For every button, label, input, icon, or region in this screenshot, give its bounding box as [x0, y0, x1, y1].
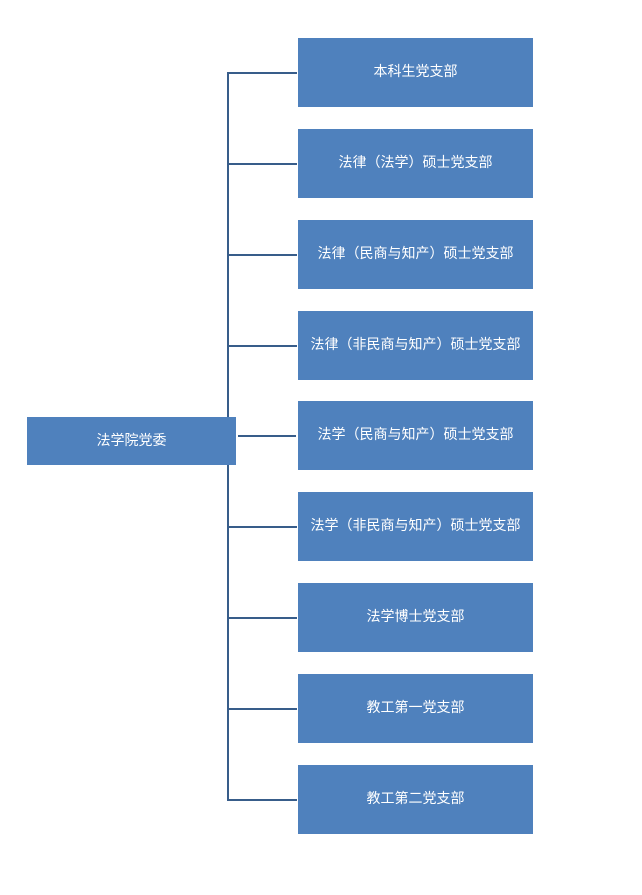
connector-branch-8	[227, 708, 297, 710]
root-node-law-school-party-committee: 法学院党委	[27, 417, 236, 465]
branch-node-jm-non-civil-ip-masters: 法律（非民商与知产）硕士党支部	[298, 311, 533, 380]
connector-branch-7	[227, 617, 297, 619]
branch-node-law-civil-ip-masters: 法学（民商与知产）硕士党支部	[298, 401, 533, 470]
branch-node-faculty-first: 教工第一党支部	[298, 674, 533, 743]
connector-branch-9	[227, 799, 297, 801]
branch-node-jm-civil-ip-masters: 法律（民商与知产）硕士党支部	[298, 220, 533, 289]
branch-node-jm-law-masters: 法律（法学）硕士党支部	[298, 129, 533, 198]
connector-branch-2	[227, 163, 297, 165]
connector-branch-6	[227, 526, 297, 528]
branch-node-law-doctoral: 法学博士党支部	[298, 583, 533, 652]
branch-node-law-non-civil-ip-masters: 法学（非民商与知产）硕士党支部	[298, 492, 533, 561]
branch-node-undergraduate: 本科生党支部	[298, 38, 533, 107]
connector-root	[238, 435, 296, 437]
connector-branch-3	[227, 254, 297, 256]
connector-branch-1	[227, 72, 297, 74]
branch-node-faculty-second: 教工第二党支部	[298, 765, 533, 834]
connector-branch-4	[227, 345, 297, 347]
